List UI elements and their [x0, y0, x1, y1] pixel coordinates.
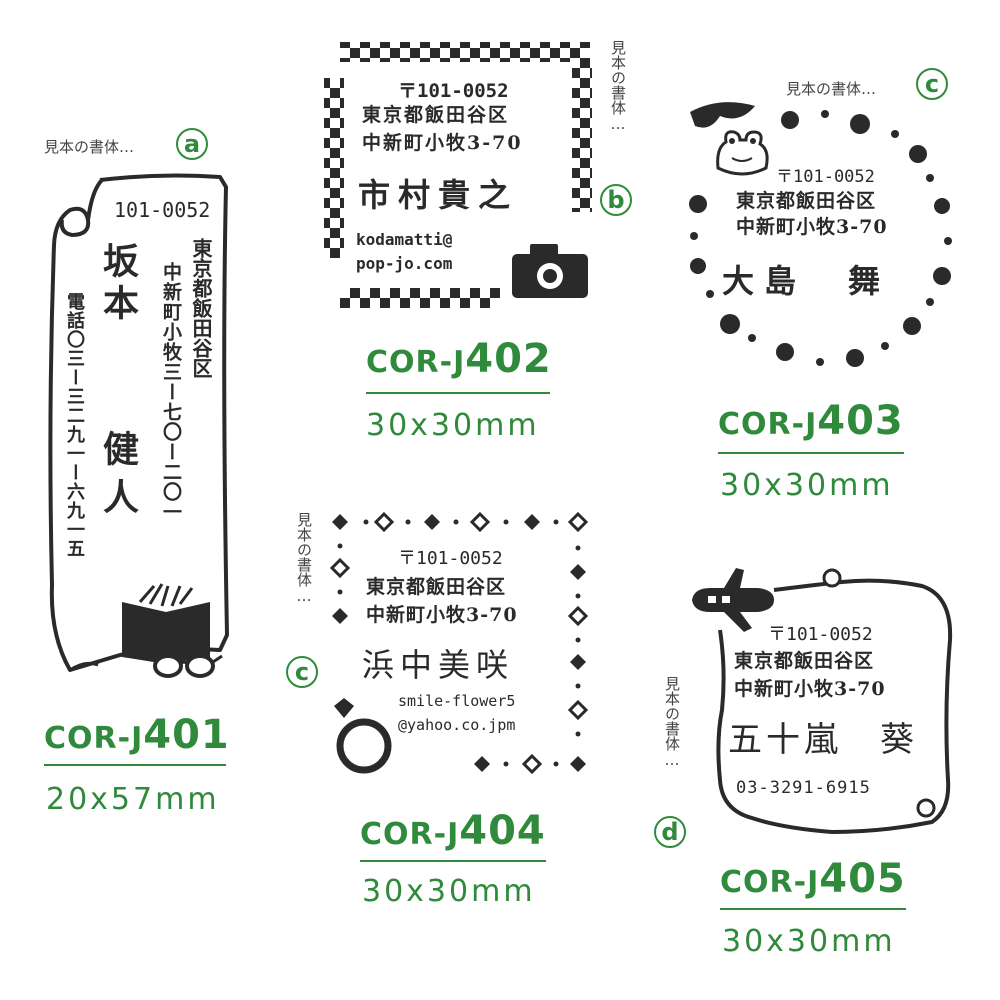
stamp-size: 30x30mm: [722, 924, 896, 959]
product-code-b: COR-J402: [366, 336, 552, 382]
name: 浜中美咲: [362, 646, 515, 684]
sample-font-label-e: 見本の書体…: [663, 676, 681, 769]
name: 五十嵐 葵: [728, 720, 918, 760]
postal-code: 〒101-0052: [398, 80, 509, 102]
diamond-frame-d: [329, 511, 589, 775]
name-line-1: 坂本: [97, 242, 139, 326]
ring-icon: [334, 698, 392, 774]
sample-font-label-b: 見本の書体…: [609, 40, 627, 133]
code-number: 405: [819, 856, 906, 902]
code-prefix: COR-J: [718, 407, 818, 442]
checker-frame-b: [324, 42, 592, 308]
postal-code: 〒101-0052: [768, 624, 873, 645]
sample-font-label-d: 見本の書体…: [295, 512, 313, 605]
address-line-2: 中新町小牧3-70: [734, 678, 886, 700]
code-underline: [360, 860, 546, 862]
frog-icon: [716, 130, 769, 176]
code-underline: [720, 908, 906, 910]
stamp-size: 30x30mm: [366, 408, 540, 443]
font-badge-c: c: [916, 68, 948, 100]
scroll-frame-a: [48, 173, 229, 672]
dot-circle-frame-c: [689, 102, 952, 367]
name: 市村貴之: [358, 176, 519, 214]
address-line-1: 東京都飯田谷区: [189, 238, 213, 378]
product-code-c: COR-J403: [718, 398, 904, 444]
stamp-size: 30x30mm: [362, 874, 536, 909]
airplane-icon: [692, 568, 774, 632]
font-badge-d: c: [286, 656, 318, 688]
address-line-1: 東京都飯田谷区: [736, 190, 877, 212]
name: 大島 舞: [722, 262, 891, 300]
code-prefix: COR-J: [366, 345, 466, 380]
camera-icon: [512, 244, 588, 298]
address-line-2: 中新町小牧3-70: [366, 604, 518, 626]
postal-code: 〒101-0052: [398, 548, 503, 569]
sample-font-label-a: 見本の書体…: [44, 138, 135, 156]
name-line-2: 健人: [97, 430, 139, 526]
code-number: 404: [459, 808, 546, 854]
email-line-1: kodamatti@: [356, 230, 453, 249]
code-underline: [366, 392, 550, 394]
book-icon: [122, 583, 210, 664]
address-line-2: 中新町小牧三ー七〇ー二〇一: [160, 262, 182, 522]
product-code-a: COR-J401: [44, 712, 230, 758]
address-line-2: 中新町小牧3-70: [362, 132, 523, 154]
code-prefix: COR-J: [720, 865, 820, 900]
code-underline: [718, 452, 904, 454]
address-line-2: 中新町小牧3-70: [736, 216, 888, 238]
product-code-e: COR-J405: [720, 856, 906, 902]
address-line-1: 東京都飯田谷区: [366, 576, 507, 598]
sample-font-label-c: 見本の書体…: [786, 80, 877, 98]
code-number: 401: [143, 712, 230, 758]
address-line-1: 東京都飯田谷区: [362, 104, 510, 126]
code-underline: [44, 764, 226, 766]
email-line-2: @yahoo.co.jpm: [398, 716, 516, 734]
stamp-size: 30x30mm: [720, 468, 894, 503]
email-line-1: smile-flower5: [398, 692, 516, 710]
email-line-2: pop-jo.com: [356, 254, 453, 273]
phone-number: 電話〇三ー三二九一ー六九一五: [64, 292, 85, 558]
phone-number: 03-3291-6915: [736, 778, 871, 798]
address-line-1: 東京都飯田谷区: [734, 650, 875, 672]
font-badge-e: d: [654, 816, 686, 848]
font-badge-a: a: [176, 128, 208, 160]
font-badge-b: b: [600, 184, 632, 216]
code-prefix: COR-J: [360, 817, 460, 852]
stamp-size: 20x57mm: [46, 782, 220, 817]
product-code-d: COR-J404: [360, 808, 546, 854]
wavy-frame-e: [716, 568, 953, 834]
code-number: 402: [465, 336, 552, 382]
postal-code: 101-0052: [114, 198, 211, 222]
code-number: 403: [817, 398, 904, 444]
code-prefix: COR-J: [44, 721, 144, 756]
postal-code: 〒101-0052: [776, 167, 875, 187]
glasses-icon: [153, 654, 223, 678]
